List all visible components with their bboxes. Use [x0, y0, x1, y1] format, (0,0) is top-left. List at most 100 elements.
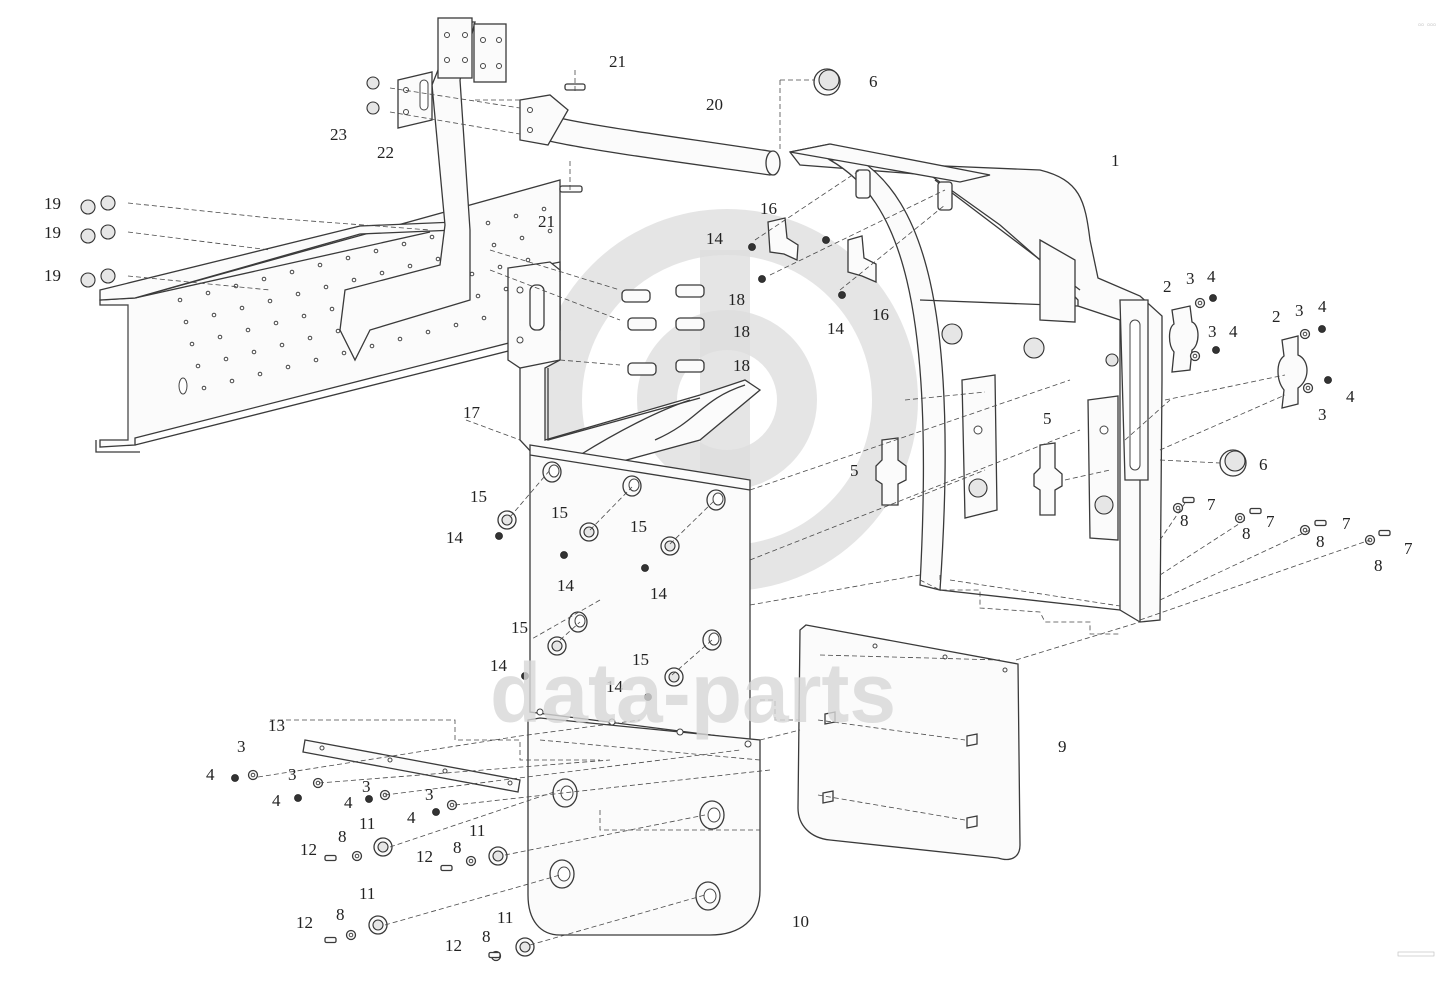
- label-part-11: 11: [359, 814, 375, 833]
- washer-hole: [1302, 527, 1308, 533]
- label-part-19: 19: [44, 223, 61, 242]
- nut: [495, 532, 503, 540]
- nut: [748, 243, 756, 251]
- rail-hole: [301, 313, 307, 319]
- label-part-7: 7: [1266, 512, 1275, 531]
- rail-hole: [335, 328, 341, 334]
- label-part-4: 4: [407, 808, 416, 827]
- label-part-4: 4: [1229, 322, 1238, 341]
- grommet-core: [583, 526, 595, 538]
- screw: [440, 864, 453, 872]
- rail-hole: [267, 298, 273, 304]
- label-part-8: 8: [1242, 524, 1251, 543]
- label-part-22: 22: [377, 143, 394, 162]
- screw: [324, 854, 337, 862]
- rail-hole: [397, 336, 403, 342]
- small-hardware: [231, 236, 1391, 962]
- label-part-5: 5: [850, 461, 859, 480]
- hinge-block: [507, 261, 561, 369]
- label-part-14: 14: [557, 576, 575, 595]
- flap-hole-inner: [707, 807, 721, 823]
- label-part-16: 16: [760, 199, 777, 218]
- label-part-3: 3: [1318, 405, 1327, 424]
- label-part-14: 14: [490, 656, 508, 675]
- boss-hole-inner: [628, 478, 640, 492]
- label-part-7: 7: [1404, 539, 1413, 558]
- fender-1: [788, 143, 1163, 623]
- label-part-6: 6: [869, 72, 878, 91]
- label-part-15: 15: [511, 618, 528, 637]
- washer-hole: [1237, 515, 1243, 521]
- bolts-18: [621, 284, 705, 376]
- label-part-8: 8: [453, 838, 462, 857]
- rail-hole: [201, 385, 207, 391]
- nut: [641, 564, 649, 572]
- rail-hole: [307, 335, 313, 341]
- grommet-core: [501, 514, 513, 526]
- screw: [488, 951, 501, 959]
- rail-hole: [273, 320, 279, 326]
- label-part-3: 3: [1295, 301, 1304, 320]
- rail-hole: [485, 220, 491, 226]
- washer-hole: [354, 853, 360, 859]
- screw: [1378, 529, 1391, 537]
- label-part-17: 17: [463, 403, 481, 422]
- label-part-16: 16: [872, 305, 889, 324]
- panel-hole: [942, 654, 948, 660]
- rail-hole: [261, 276, 267, 282]
- washer-hole: [1175, 505, 1181, 511]
- rail-hole: [345, 255, 351, 261]
- boss-hole-inner: [712, 492, 724, 506]
- washer-hole: [449, 802, 455, 808]
- flap-hole-inner: [557, 866, 571, 882]
- leader-lines: [127, 70, 1371, 946]
- label-part-15: 15: [632, 650, 649, 669]
- mudflap-10: [527, 708, 761, 936]
- rail-hole: [351, 277, 357, 283]
- tube-20: [519, 83, 781, 193]
- label-part-3: 3: [237, 737, 246, 756]
- rail-hole: [285, 364, 291, 370]
- label-part-18: 18: [733, 322, 750, 341]
- rail-hole: [401, 241, 407, 247]
- panel-hole: [872, 643, 878, 649]
- nut: [1318, 325, 1326, 333]
- nut: [231, 774, 239, 782]
- rail-hole: [373, 248, 379, 254]
- rail-hole: [279, 342, 285, 348]
- screw: [1249, 507, 1262, 515]
- rail-hole: [429, 234, 435, 240]
- label-part-3: 3: [1208, 322, 1217, 341]
- label-part-11: 11: [359, 884, 375, 903]
- panel-clip: [966, 815, 978, 829]
- label-part-4: 4: [206, 765, 215, 784]
- rail-hole: [519, 235, 525, 241]
- washer-hole: [250, 772, 256, 778]
- label-part-12: 12: [416, 847, 433, 866]
- grommet-core: [492, 850, 504, 862]
- nut: [294, 794, 302, 802]
- part-number-labels: 1 2 2 3 3 3 3 3 3 3 3 4 4 4 4 4 4 4 4 5 …: [44, 52, 1413, 955]
- nut: [1209, 294, 1217, 302]
- label-part-20: 20: [706, 95, 723, 114]
- rail-hole: [295, 291, 301, 297]
- grommet-core: [372, 919, 384, 931]
- label-part-4: 4: [1318, 297, 1327, 316]
- label-part-19: 19: [44, 266, 61, 285]
- washer-hole: [468, 858, 474, 864]
- nut: [560, 551, 568, 559]
- nut: [758, 275, 766, 283]
- rail-hole: [475, 293, 481, 299]
- boss-hole-inner: [574, 614, 586, 628]
- clamps-5: [875, 437, 1063, 516]
- rail-hole: [513, 213, 519, 219]
- label-part-7: 7: [1342, 514, 1351, 533]
- label-part-14: 14: [650, 584, 668, 603]
- nut: [838, 291, 846, 299]
- label-part-13: 13: [268, 716, 285, 735]
- rail-hole: [435, 256, 441, 262]
- label-part-4: 4: [1346, 387, 1355, 406]
- rail-hole: [257, 371, 263, 377]
- rail-hole: [229, 378, 235, 384]
